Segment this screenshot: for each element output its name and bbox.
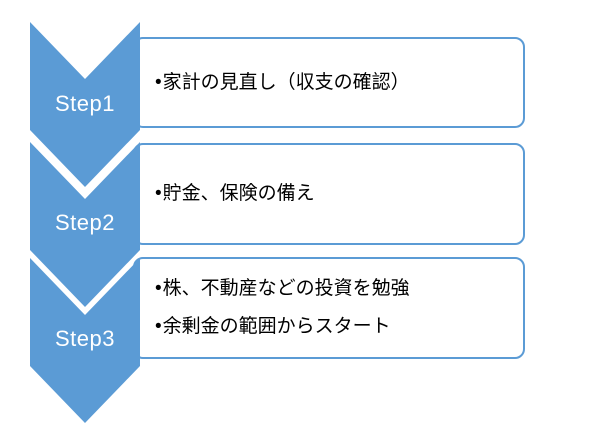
step2-label: Step2	[55, 210, 115, 235]
chevron-down-shape-step1	[30, 22, 140, 187]
chevron-down-shape-step3	[30, 258, 140, 423]
step1-label: Step1	[55, 91, 115, 116]
step2-bullet-item: • 貯金、保険の備え	[155, 180, 515, 208]
chevron-down-shape-step2	[30, 142, 140, 307]
step1-bullet-item: • 家計の見直し（収支の確認）	[155, 69, 515, 97]
step1-text: 家計の見直し（収支の確認）	[162, 71, 410, 93]
bullet-marker: •	[155, 71, 162, 93]
step3-text-1: 株、不動産などの投資を勉強	[162, 278, 410, 299]
step2-content-box: • 貯金、保険の備え	[133, 143, 525, 245]
step3-content-box: • 株、不動産などの投資を勉強 • 余剰金の範囲からスタート	[133, 257, 525, 359]
step3-text-2: 余剰金の範囲からスタート	[162, 316, 391, 337]
bullet-marker: •	[155, 316, 162, 337]
bullet-marker: •	[155, 278, 162, 299]
bullet-marker: •	[155, 183, 162, 204]
step1-content-box: • 家計の見直し（収支の確認）	[133, 37, 525, 128]
step2-text: 貯金、保険の備え	[162, 183, 315, 204]
step3-bullet-item-2: • 余剰金の範囲からスタート	[155, 313, 515, 341]
step3-bullet-item-1: • 株、不動産などの投資を勉強	[155, 275, 515, 303]
step3-label: Step3	[55, 326, 115, 351]
